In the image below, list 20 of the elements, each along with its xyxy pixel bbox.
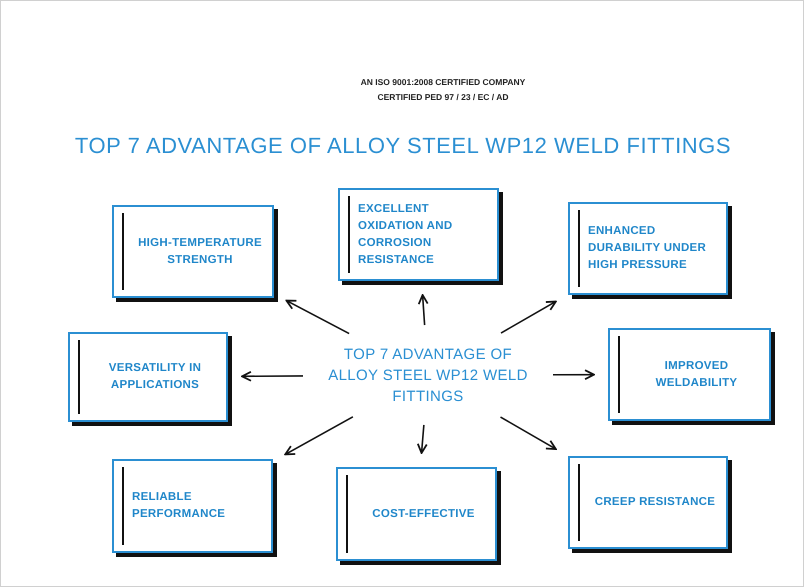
arrow [500, 300, 557, 334]
advantage-text: COST-EFFECTIVE [372, 506, 475, 522]
arrow [286, 300, 350, 334]
advantage-text: VERSATILITY IN APPLICATIONS [108, 361, 202, 393]
arrow [418, 294, 429, 326]
advantage-text: IMPROVED WELDABILITY [654, 358, 738, 390]
advantage-text: ENHANCED DURABILITY UNDER HIGH PRESSURE [588, 224, 708, 273]
advantage-text: EXCELLENT OXIDATION AND CORROSION RESISTANCE [358, 202, 454, 268]
central-topic-text: TOP 7 ADVANTAGE OF ALLOY STEEL WP12 WELD FITTINGS [319, 341, 537, 409]
arrow [284, 416, 354, 456]
advantage-text: HIGH-TEMPERATURE STRENGTH [137, 236, 263, 268]
certification-note: AN ISO 9001:2008 CERTIFIED COMPANY [360, 76, 526, 89]
advantage-text: RELIABLE PERFORMANCE [132, 490, 226, 522]
advantage-text: CREEP RESISTANCE [594, 495, 716, 510]
arrow [500, 416, 557, 450]
page-title: TOP 7 ADVANTAGE OF ALLOY STEEL WP12 WELD FITTINGS [74, 132, 732, 160]
arrow [241, 370, 303, 382]
arrow [416, 424, 428, 454]
arrow [553, 369, 595, 380]
certification-note: CERTIFIED PED 97 / 23 / EC / AD [376, 91, 508, 104]
